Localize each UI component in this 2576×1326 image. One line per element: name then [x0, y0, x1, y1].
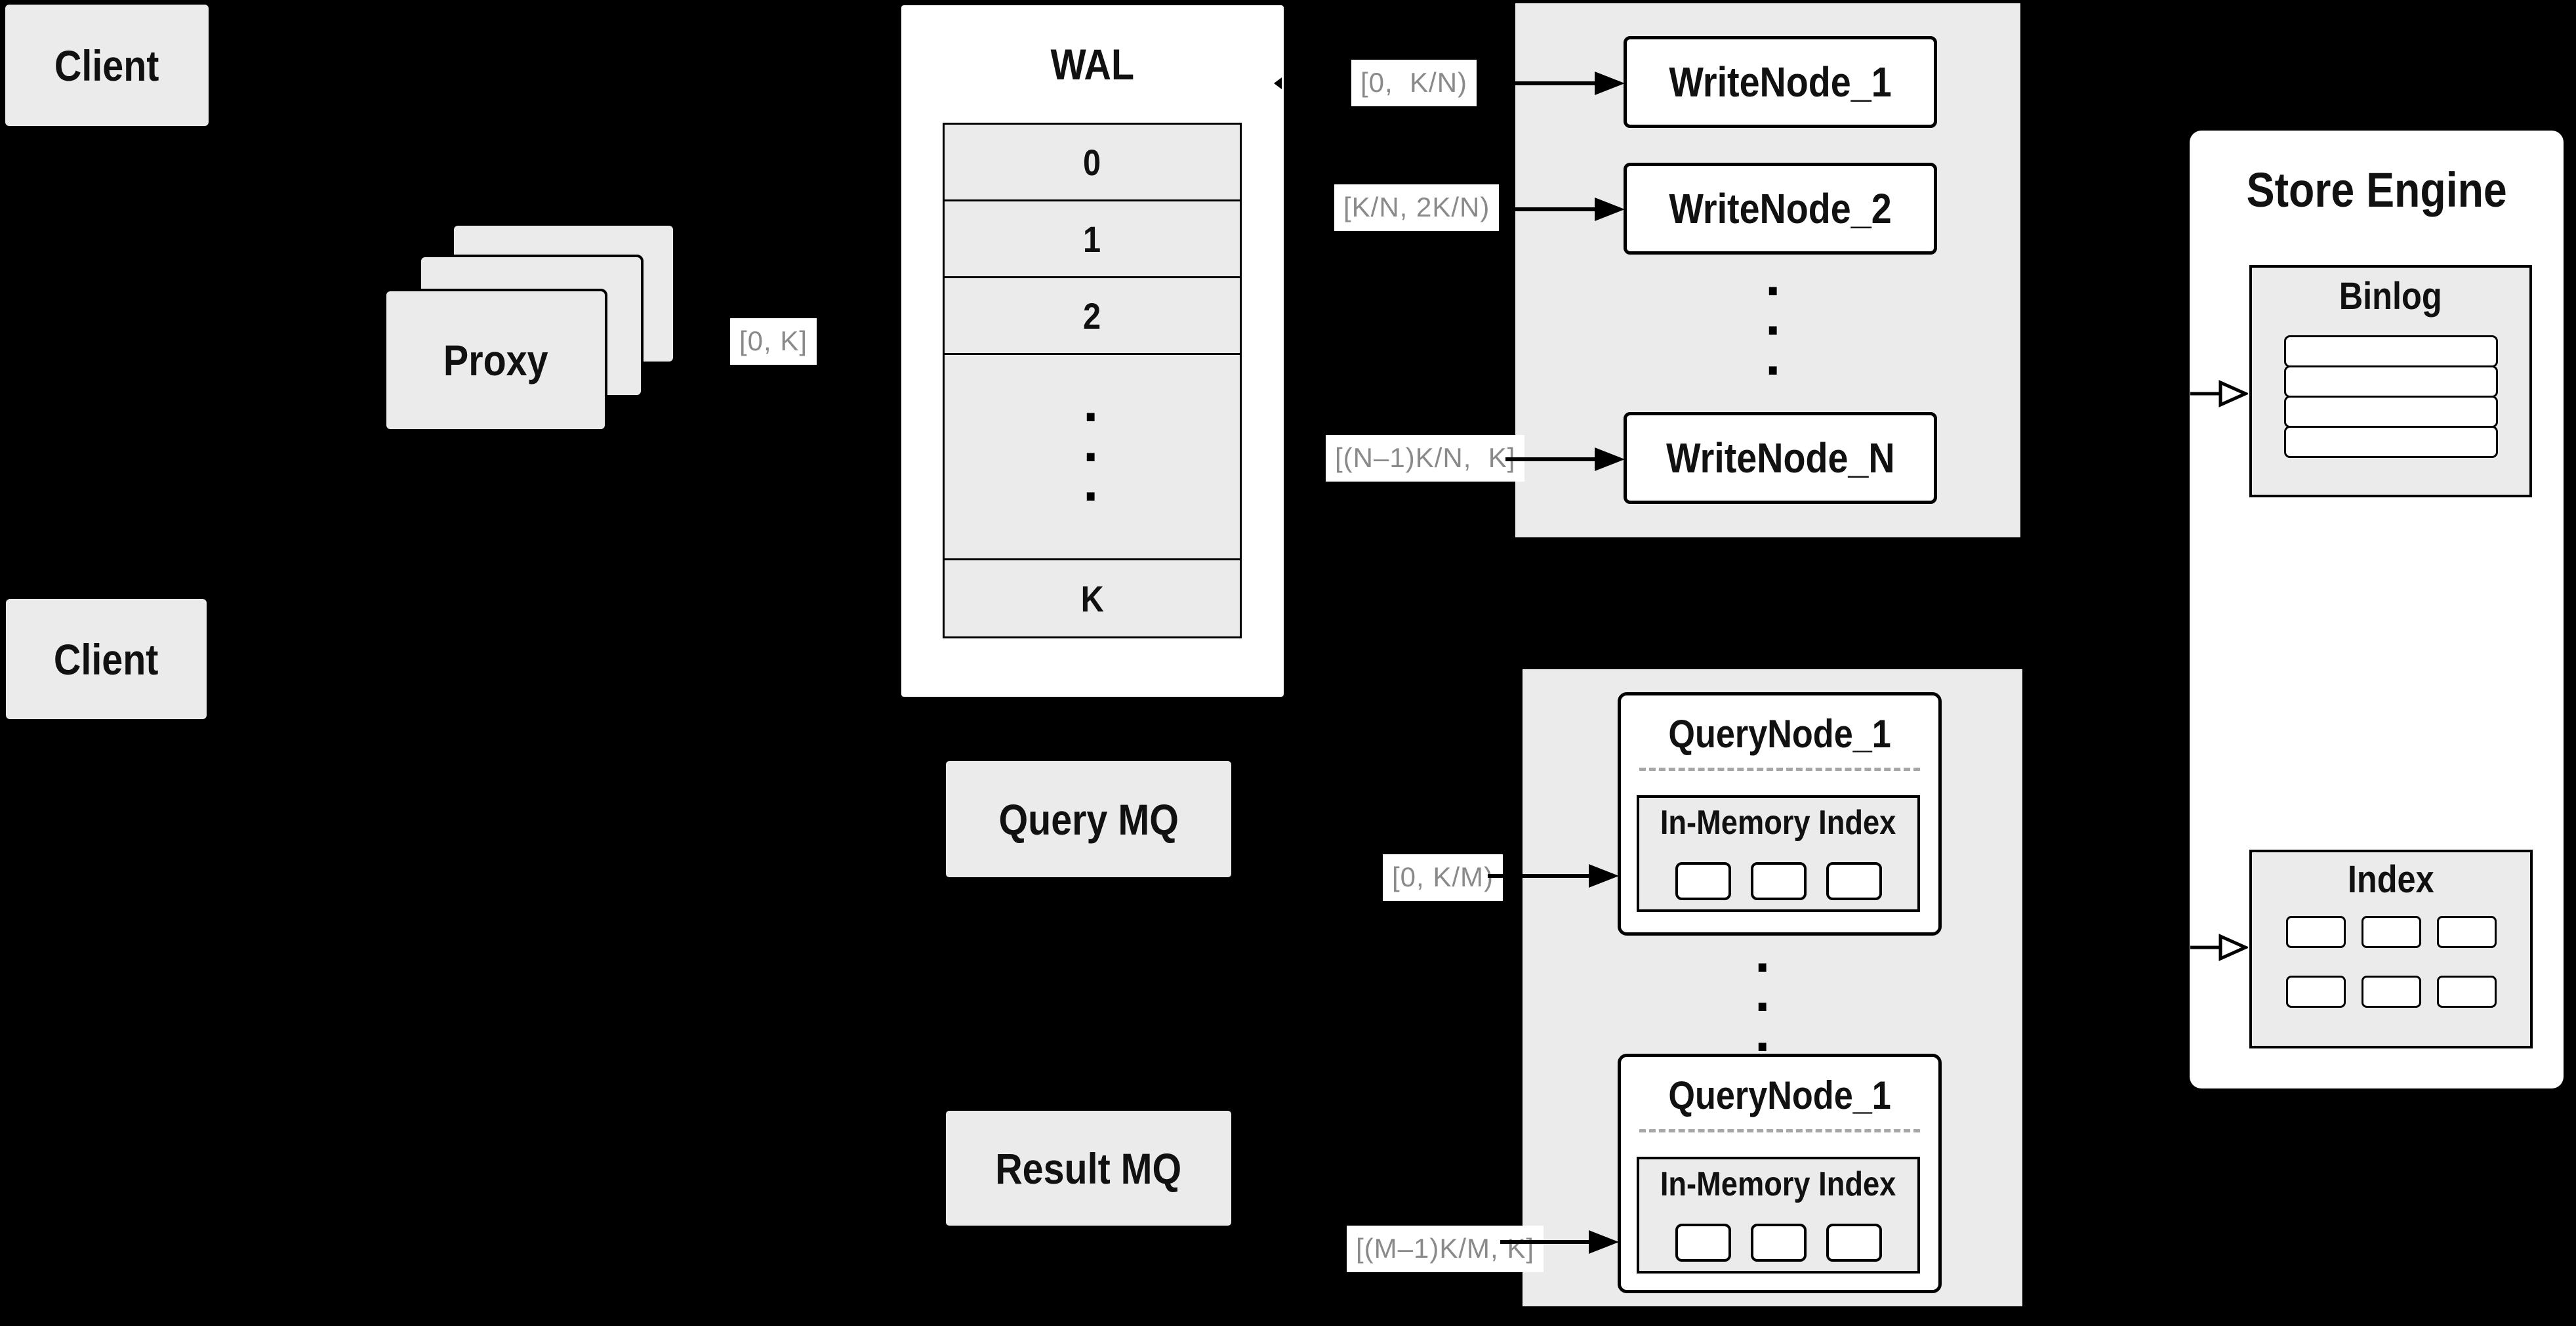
- wal-ellipsis-row: · · ·: [943, 353, 1242, 560]
- arrow-to-write-node-1: [1479, 72, 1625, 95]
- binlog-row: [2283, 396, 2498, 428]
- in-memory-index-title: In-Memory Index: [1660, 1165, 1896, 1203]
- query-node-2-memory-box: In-Memory Index: [1637, 1157, 1920, 1274]
- write-node-n-box: WriteNode_N: [1624, 412, 1937, 504]
- index-grid: [2252, 916, 2530, 1035]
- wal-segment-label: 0: [1083, 141, 1101, 183]
- index-cell: [2285, 976, 2346, 1008]
- wal-title: WAL: [1050, 40, 1135, 89]
- arrow-to-query-node-1: [1488, 864, 1619, 888]
- query-node-1-box: QueryNode_1 In-Memory Index: [1618, 692, 1942, 936]
- memory-segment-cell: [1826, 1224, 1882, 1262]
- client-bottom-box: Client: [6, 599, 207, 719]
- memory-segment-cell: [1675, 862, 1731, 900]
- memory-title-wrap: In-Memory Index: [1639, 1165, 1917, 1204]
- query-node-ellipsis-dots: · · ·: [1755, 936, 1773, 1077]
- wal-segment-list: 0 1 2 · · · K: [943, 123, 1242, 638]
- query-node-2-divider: [1639, 1129, 1920, 1132]
- wal-segment-label: 1: [1083, 218, 1101, 260]
- result-mq-label: Result MQ: [995, 1144, 1182, 1193]
- memory-segment-cell: [1750, 1224, 1807, 1262]
- query-node-2-title-wrap: QueryNode_1: [1621, 1073, 1938, 1118]
- index-title: Index: [2348, 858, 2434, 901]
- range-label-write-1: [0, K/N): [1351, 60, 1477, 106]
- result-mq-box: Result MQ: [946, 1111, 1231, 1226]
- memory-segment-cell: [1675, 1224, 1731, 1262]
- index-row: [2252, 976, 2530, 1008]
- index-cell: [2361, 916, 2421, 948]
- in-memory-index-title: In-Memory Index: [1660, 804, 1896, 842]
- range-label-query-1: [0, K/M): [1383, 854, 1503, 901]
- wal-segment-row: 1: [943, 199, 1242, 278]
- arrow-to-query-node-2: [1500, 1230, 1619, 1254]
- write-node-1-label: WriteNode_1: [1669, 58, 1892, 106]
- range-label-write-n: [(N–1)K/N, K]: [1326, 435, 1525, 482]
- proxy-card-front: Proxy: [384, 289, 607, 432]
- wal-edge-arrowhead-stub: [1274, 77, 1282, 89]
- index-title-wrap: Index: [2252, 858, 2530, 901]
- query-mq-box: Query MQ: [946, 761, 1231, 877]
- arrow-to-index: [2190, 934, 2248, 961]
- query-node-1-title-wrap: QueryNode_1: [1621, 711, 1938, 756]
- range-label-query-m: [(M–1)K/M, K]: [1347, 1226, 1544, 1272]
- binlog-row: [2283, 426, 2498, 458]
- store-engine-panel: Store Engine Binlog Index: [2190, 131, 2564, 1088]
- index-box: Index: [2249, 850, 2533, 1048]
- arrow-to-write-node-n: [1505, 447, 1625, 471]
- binlog-box: Binlog: [2249, 265, 2532, 497]
- query-node-group: QueryNode_1 In-Memory Index · · · QueryN…: [1523, 669, 2022, 1306]
- write-node-2-label: WriteNode_2: [1669, 185, 1892, 232]
- write-node-n-label: WriteNode_N: [1666, 434, 1895, 482]
- index-cell: [2361, 976, 2421, 1008]
- range-label-write-2: [K/N, 2K/N): [1334, 184, 1500, 231]
- binlog-row-stack: [2252, 335, 2529, 458]
- wal-ellipsis-dots: · · ·: [1083, 386, 1101, 528]
- query-mq-label: Query MQ: [998, 795, 1179, 844]
- wal-title-wrap: WAL: [901, 39, 1284, 89]
- memory-segment-row: [1639, 862, 1917, 900]
- index-cell: [2436, 976, 2497, 1008]
- binlog-row: [2283, 365, 2498, 398]
- arrow-to-write-node-2: [1502, 197, 1625, 221]
- binlog-title-wrap: Binlog: [2252, 274, 2529, 318]
- wal-segment-row: 0: [943, 123, 1242, 201]
- store-engine-title: Store Engine: [2246, 163, 2507, 217]
- write-node-ellipsis-dots: · · ·: [1765, 260, 1784, 401]
- query-node-1-divider: [1639, 768, 1920, 771]
- index-cell: [2436, 916, 2497, 948]
- wal-segment-row: 2: [943, 276, 1242, 355]
- client-top-box: Client: [5, 5, 209, 126]
- client-bottom-label: Client: [54, 634, 159, 684]
- query-node-2-box: QueryNode_1 In-Memory Index: [1618, 1054, 1942, 1293]
- memory-segment-cell: [1826, 862, 1882, 900]
- query-node-2-title: QueryNode_1: [1668, 1073, 1891, 1117]
- binlog-row: [2283, 335, 2498, 367]
- write-node-1-box: WriteNode_1: [1624, 36, 1937, 128]
- arrow-to-binlog: [2190, 380, 2248, 407]
- proxy-label: Proxy: [443, 336, 548, 384]
- memory-title-wrap: In-Memory Index: [1639, 803, 1917, 842]
- binlog-title: Binlog: [2339, 275, 2442, 318]
- index-cell: [2285, 916, 2346, 948]
- wal-panel: WAL 0 1 2 · · · K: [901, 5, 1284, 697]
- query-node-1-memory-box: In-Memory Index: [1637, 795, 1920, 912]
- range-label-proxy-out: [0, K]: [730, 318, 817, 365]
- client-top-label: Client: [54, 41, 159, 90]
- memory-segment-cell: [1750, 862, 1807, 900]
- memory-segment-row: [1639, 1224, 1917, 1262]
- query-node-1-title: QueryNode_1: [1668, 712, 1891, 756]
- store-engine-title-wrap: Store Engine: [2190, 162, 2564, 218]
- index-row: [2252, 916, 2530, 948]
- wal-segment-label: 2: [1083, 295, 1101, 337]
- wal-segment-row: K: [943, 558, 1242, 638]
- wal-segment-label: K: [1080, 577, 1104, 619]
- write-node-2-box: WriteNode_2: [1624, 163, 1937, 255]
